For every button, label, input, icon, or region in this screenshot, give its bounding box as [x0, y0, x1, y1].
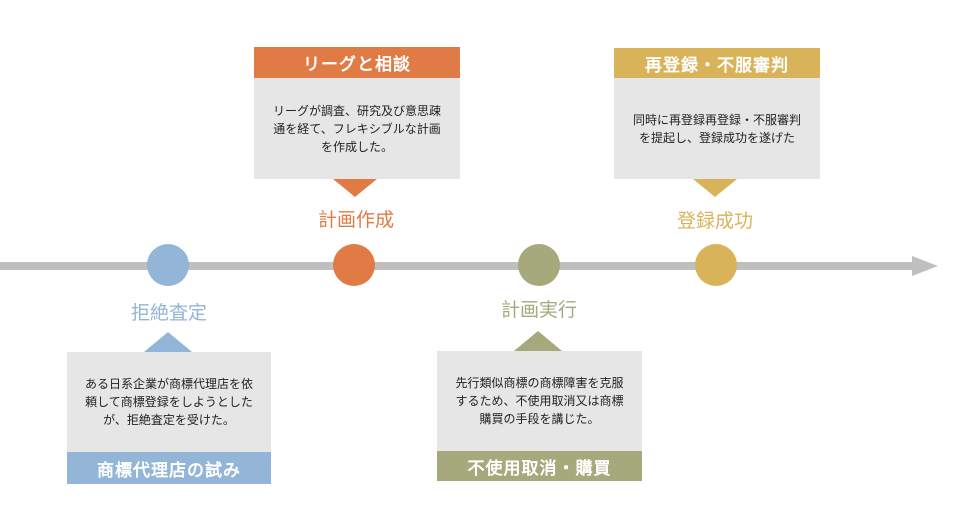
step-1-title: 商標代理店の試み	[67, 452, 271, 484]
step-3-title: 不使用取消・購買	[437, 451, 642, 481]
step-1-pointer	[144, 332, 192, 352]
step-2-title: リーグと相談	[254, 47, 460, 78]
step-4-title: 再登録・不服審判	[614, 48, 820, 78]
step-1-description: ある日系企業が商標代理店を依頼して商標登録をしようとしたが、拒絶査定を受けた。	[67, 352, 271, 452]
step-4-pointer	[693, 179, 737, 197]
timeline-arrowhead	[912, 256, 938, 276]
step-3-dot	[518, 244, 560, 286]
step-1-dot	[147, 244, 189, 286]
step-4-description: 同時に再登録再登録・不服審判を提起し、登録成功を遂げた	[614, 78, 820, 179]
step-2-description: リーグが調査、研究及び意思疎通を経て、フレキシブルな計画を作成した。	[254, 78, 460, 179]
step-4-dot	[695, 244, 737, 286]
timeline-line	[0, 262, 915, 270]
step-1-label: 拒絶査定	[130, 302, 207, 324]
step-4-label: 登録成功	[676, 210, 753, 232]
step-2-pointer	[333, 179, 377, 197]
step-3-pointer	[514, 331, 562, 351]
step-3-description: 先行類似商標の商標障害を克服するため、不使用取消又は商標購買の手段を講じた。	[437, 351, 642, 451]
step-2-label: 計画作成	[317, 209, 394, 231]
step-2-dot	[333, 244, 375, 286]
step-3-label: 計画実行	[500, 299, 577, 321]
